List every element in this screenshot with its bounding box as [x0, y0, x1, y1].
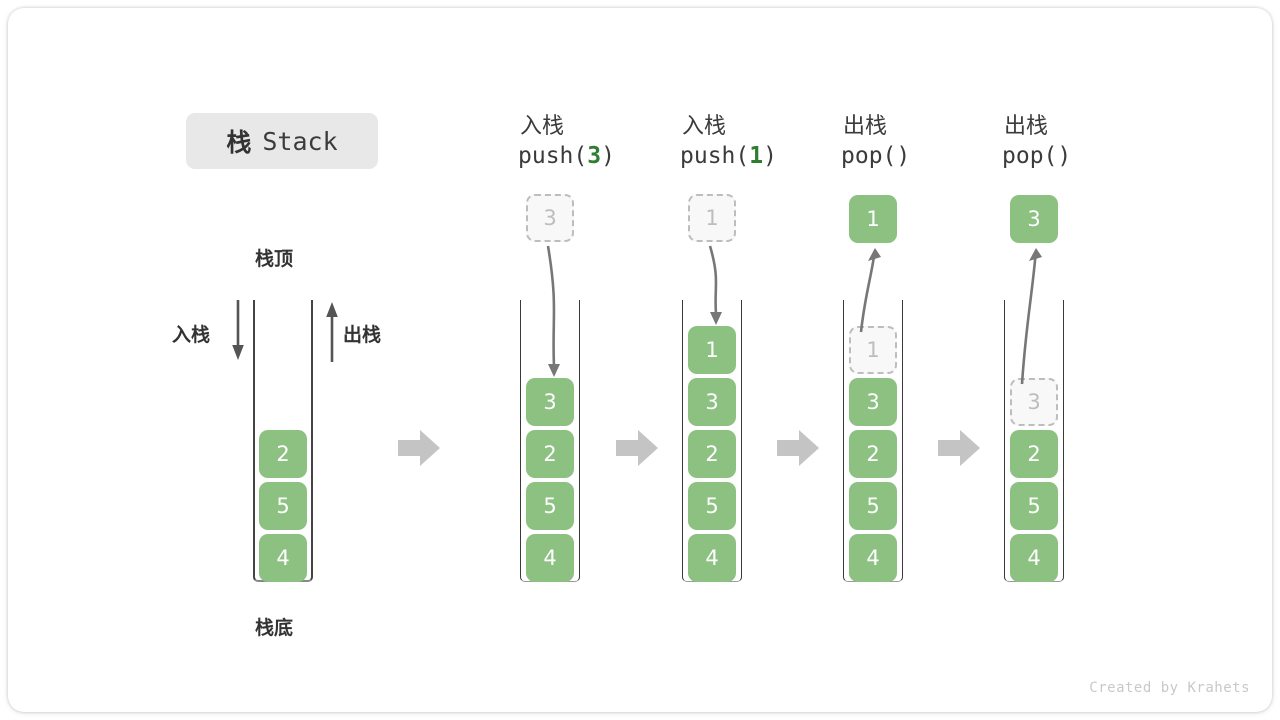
- floating-element-pop-1: 1: [849, 195, 897, 243]
- stack-cell: 4: [688, 534, 736, 582]
- credit-text: Created by Krahets: [1089, 680, 1250, 696]
- stack-cell: 5: [526, 482, 574, 530]
- stack-cell: 4: [259, 534, 307, 582]
- code-value: 1: [749, 143, 764, 169]
- flow-arrow-icon-4: [938, 430, 980, 466]
- stack-cell: 4: [526, 534, 574, 582]
- stack-cell: 2: [259, 430, 307, 478]
- vacated-slot-pop-1: 1: [849, 326, 897, 374]
- step-code-label-pop-1: pop(): [841, 143, 910, 169]
- label-stack-bottom: 栈底: [255, 617, 294, 639]
- code-prefix: pop(: [1002, 143, 1058, 169]
- flow-arrow-icon-1: [398, 430, 440, 466]
- floating-element-push-1: 1: [688, 194, 736, 242]
- stack-cell: 5: [259, 482, 307, 530]
- code-prefix: pop(: [841, 143, 897, 169]
- code-suffix: ): [601, 143, 615, 169]
- flow-arrow-icon-3: [777, 430, 819, 466]
- flow-arrow-icon-2: [616, 430, 658, 466]
- code-suffix: ): [763, 143, 777, 169]
- page-title-cn: 栈: [226, 128, 253, 157]
- step-code-label-pop-3: pop(): [1002, 143, 1071, 169]
- label-pop-left: 出栈: [343, 324, 382, 346]
- label-stack-top: 栈顶: [255, 248, 294, 270]
- stack-cell: 5: [849, 482, 897, 530]
- floating-element-pop-3: 3: [1010, 195, 1058, 243]
- code-value: 3: [587, 143, 602, 169]
- step-operation-label-pop-3: 出栈: [1004, 114, 1049, 139]
- step-operation-label-push-3: 入栈: [520, 114, 565, 139]
- floating-element-push-3: 3: [526, 194, 574, 242]
- step-code-label-push-3: push(3): [518, 143, 615, 169]
- stack-cell: 4: [849, 534, 897, 582]
- stack-cell: 3: [688, 378, 736, 426]
- stack-cell: 2: [849, 430, 897, 478]
- stack-cell: 3: [849, 378, 897, 426]
- code-suffix: ): [1057, 143, 1072, 169]
- vacated-slot-pop-3: 3: [1010, 378, 1058, 426]
- stack-cell: 3: [526, 378, 574, 426]
- step-code-label-push-1: push(1): [680, 143, 777, 169]
- step-operation-label-push-1: 入栈: [682, 114, 727, 139]
- label-push-left: 入栈: [172, 324, 211, 346]
- page-title: 栈 Stack: [186, 113, 378, 169]
- stack-cell: 2: [688, 430, 736, 478]
- stack-cell: 2: [1010, 430, 1058, 478]
- stack-cell: 5: [688, 482, 736, 530]
- page-title-en: Stack: [262, 126, 338, 156]
- stack-cell: 1: [688, 326, 736, 374]
- stack-cell: 5: [1010, 482, 1058, 530]
- stack-cell: 4: [1010, 534, 1058, 582]
- code-prefix: push(: [680, 143, 750, 169]
- push-direction-arrow-icon: [232, 300, 244, 360]
- pop-direction-arrow-icon: [326, 302, 338, 362]
- step-operation-label-pop-1: 出栈: [843, 114, 888, 139]
- code-prefix: push(: [518, 143, 588, 169]
- code-suffix: ): [896, 143, 911, 169]
- stack-cell: 2: [526, 430, 574, 478]
